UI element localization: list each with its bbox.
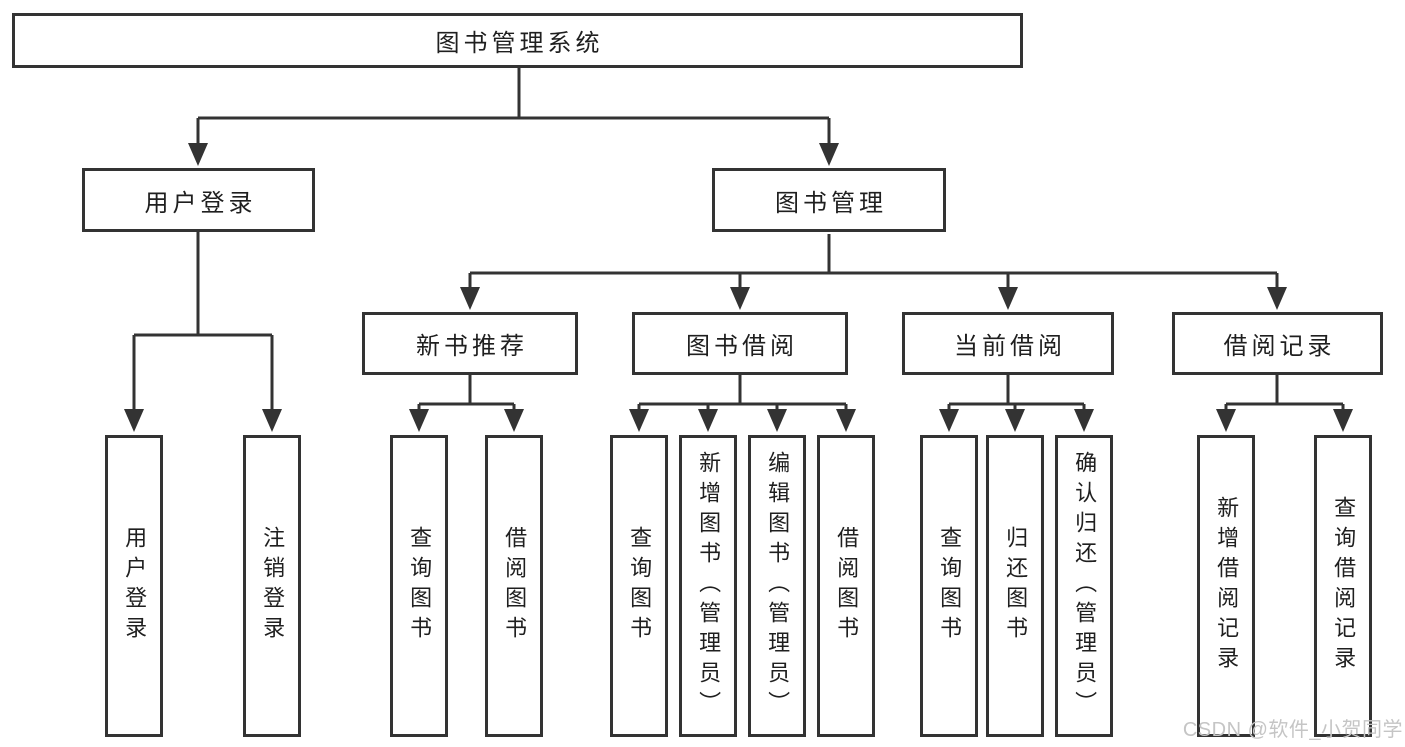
leaf-edit-books-admin: 编辑图书（管理员） (748, 435, 806, 737)
node-new-book-recommend-label: 新书推荐 (416, 333, 528, 360)
node-borrowing-records-label: 借阅记录 (1223, 333, 1336, 360)
leaf-query-books-2-label: 查询图书 (627, 526, 653, 646)
leaf-query-books-1: 查询图书 (390, 435, 448, 737)
node-borrowing-records: 借阅记录 (1172, 312, 1383, 375)
node-root: 图书管理系统 (12, 13, 1023, 68)
leaf-return-books: 归还图书 (986, 435, 1044, 737)
leaf-confirm-return-admin-label: 确认归还（管理员） (1072, 451, 1098, 721)
leaf-user-login: 用户登录 (105, 435, 163, 737)
node-book-management-label: 图书管理 (775, 189, 887, 217)
node-current-borrowing-label: 当前借阅 (954, 333, 1066, 360)
node-user-login: 用户登录 (82, 168, 315, 232)
node-current-borrowing: 当前借阅 (902, 312, 1114, 375)
node-root-label: 图书管理系统 (435, 30, 604, 57)
leaf-user-login-label: 用户登录 (122, 526, 148, 646)
connector-lines (132, 68, 1345, 412)
leaf-query-borrow-record: 查询借阅记录 (1314, 435, 1372, 737)
leaf-borrow-books-1: 借阅图书 (485, 435, 543, 737)
leaf-borrow-books-2: 借阅图书 (817, 435, 875, 737)
leaf-return-books-label: 归还图书 (1003, 526, 1029, 646)
leaf-logout: 注销登录 (243, 435, 301, 737)
node-book-borrowing: 图书借阅 (632, 312, 848, 375)
leaf-add-borrow-record-label: 新增借阅记录 (1214, 496, 1240, 676)
arrowhead-icons (124, 143, 1353, 432)
leaf-query-borrow-record-label: 查询借阅记录 (1331, 496, 1357, 676)
leaf-logout-label: 注销登录 (260, 526, 286, 646)
watermark-text: CSDN @软件_小贺同学 (1182, 719, 1403, 741)
leaf-edit-books-admin-label: 编辑图书（管理员） (765, 451, 791, 721)
leaf-query-books-3: 查询图书 (920, 435, 978, 737)
node-book-borrowing-label: 图书借阅 (686, 333, 798, 360)
leaf-confirm-return-admin: 确认归还（管理员） (1055, 435, 1113, 737)
leaf-add-borrow-record: 新增借阅记录 (1197, 435, 1255, 737)
leaf-query-books-1-label: 查询图书 (407, 526, 433, 646)
leaf-add-books-admin: 新增图书（管理员） (679, 435, 737, 737)
leaf-add-books-admin-label: 新增图书（管理员） (696, 451, 722, 721)
node-book-management: 图书管理 (712, 168, 946, 232)
leaf-borrow-books-2-label: 借阅图书 (834, 526, 860, 646)
node-new-book-recommend: 新书推荐 (362, 312, 578, 375)
leaf-query-books-3-label: 查询图书 (937, 526, 963, 646)
node-user-login-label: 用户登录 (144, 189, 257, 217)
leaf-query-books-2: 查询图书 (610, 435, 668, 737)
leaf-borrow-books-1-label: 借阅图书 (502, 526, 528, 646)
